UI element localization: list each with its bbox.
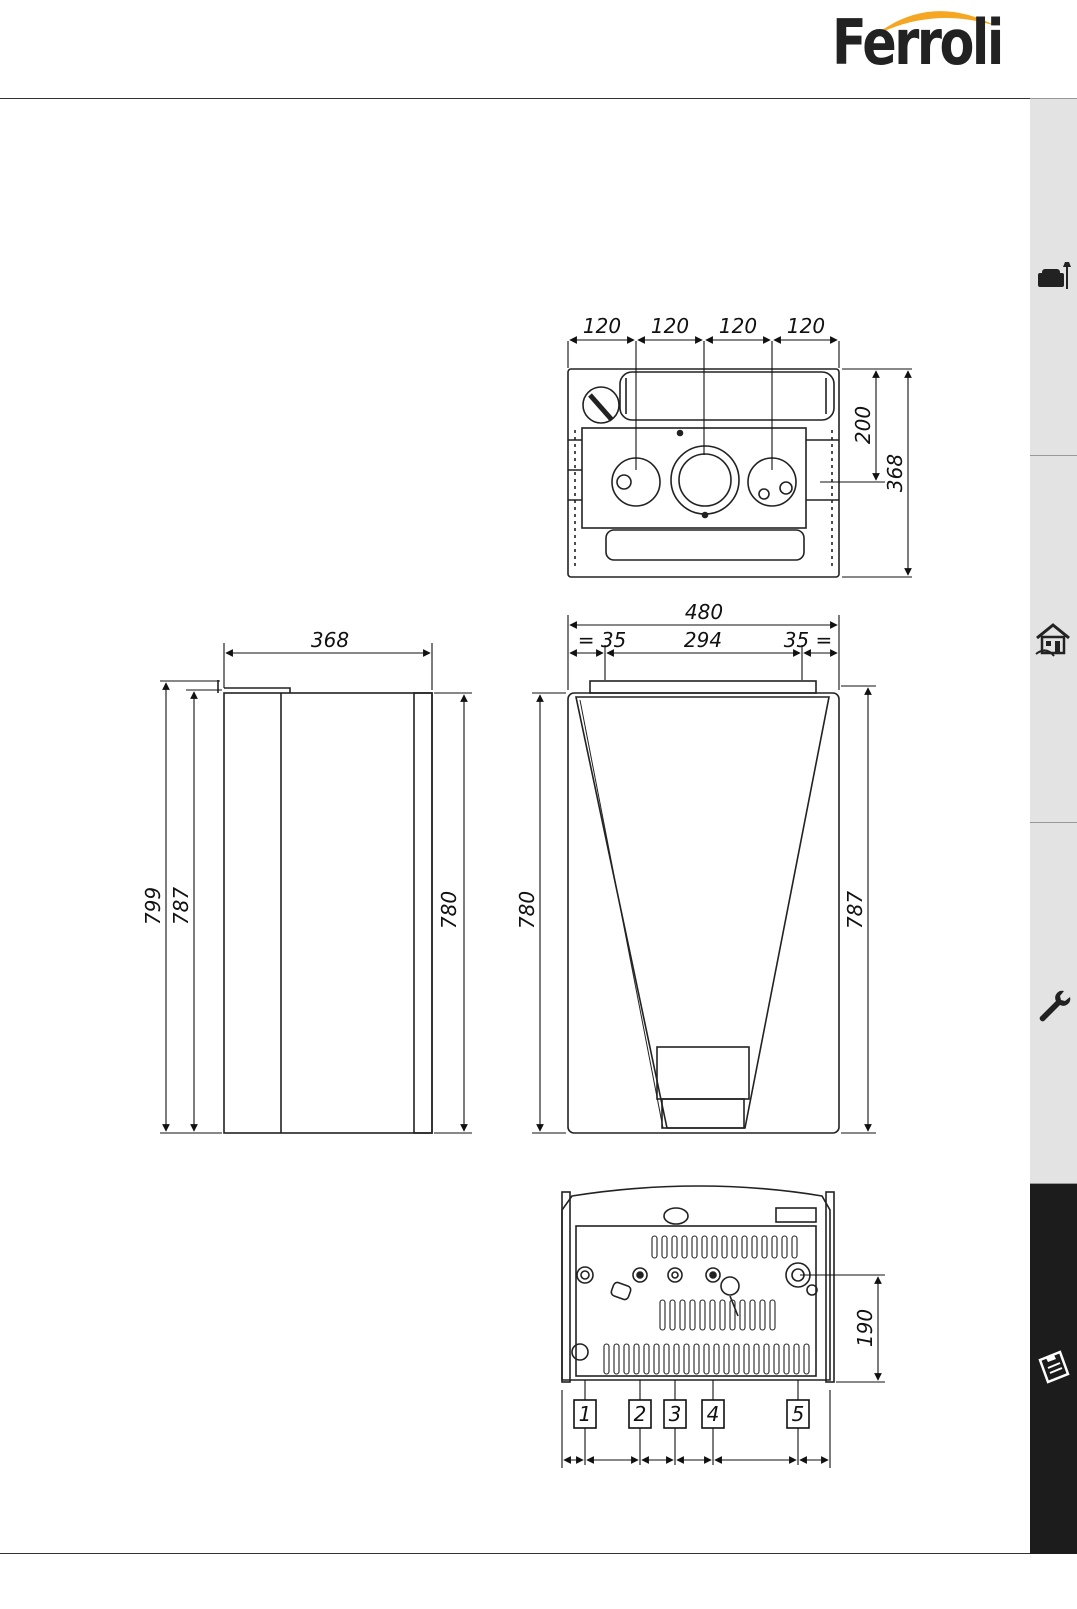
wrench-icon	[1039, 990, 1071, 1022]
dim-top-depth-partial: 200	[851, 406, 875, 444]
dim-top-depth-total: 368	[883, 454, 907, 492]
dim-front-height-left: 780	[515, 891, 539, 929]
ferroli-logo: Ferroli	[832, 0, 1032, 92]
connection-label-box-2	[628, 1399, 652, 1429]
header-divider	[0, 98, 1032, 99]
dim-side-height-bracket: 787	[169, 887, 193, 925]
bottom-view-connections	[571, 1262, 818, 1361]
tab-installer[interactable]	[1030, 455, 1077, 822]
dim-front-width: 480	[685, 600, 723, 624]
logo-arc-icon	[874, 11, 996, 36]
dim-front-offset-right: 35 =	[784, 628, 833, 652]
connection-label-box-1	[573, 1399, 597, 1429]
front-view-dimensions	[532, 615, 876, 1134]
clipboard-icon	[1038, 1350, 1070, 1384]
front-view	[567, 680, 840, 1134]
dim-top-spacing-1: 120	[583, 314, 621, 338]
connection-label-box-3	[663, 1399, 687, 1429]
connection-label-4: 4	[707, 1402, 720, 1426]
logo-text: Ferroli	[832, 6, 1004, 79]
connection-label-2: 2	[634, 1402, 647, 1426]
connection-label-5: 5	[792, 1402, 805, 1426]
bottom-view-vents	[603, 1235, 810, 1375]
top-view-dimensions	[567, 336, 912, 578]
connection-label-box-5	[786, 1399, 810, 1429]
connection-label-3: 3	[669, 1402, 682, 1426]
dim-top-spacing-4: 120	[787, 314, 825, 338]
section-sidebar	[1030, 98, 1077, 1554]
technical-drawing: 120 120 120 120 200 368 368 799 787 780	[141, 314, 912, 1468]
dim-front-height-right: 787	[843, 891, 867, 929]
dim-side-height-overall: 799	[141, 887, 165, 925]
dim-side-height-body: 780	[437, 891, 461, 929]
bottom-view	[561, 1185, 835, 1383]
dim-side-depth: 368	[311, 628, 349, 652]
connection-label-box-4	[701, 1399, 725, 1429]
dim-bottom-connection-height: 190	[853, 1309, 877, 1347]
side-view-dimensions	[160, 643, 472, 1134]
dim-top-spacing-2: 120	[651, 314, 689, 338]
armchair-icon	[1038, 262, 1071, 289]
side-view	[217, 680, 433, 1134]
connection-labels: 1 2 3 4 5	[573, 1399, 810, 1429]
house-icon	[1035, 623, 1070, 657]
tab-service[interactable]	[1030, 822, 1077, 1183]
dim-front-bracket-span: 294	[684, 628, 722, 652]
connection-label-1: 1	[579, 1402, 592, 1426]
dim-top-spacing-3: 120	[719, 314, 757, 338]
tab-user[interactable]	[1030, 98, 1077, 455]
dim-front-offset-left: = 35	[578, 628, 627, 652]
tab-specifications[interactable]	[1030, 1183, 1077, 1554]
footer-divider	[0, 1553, 1032, 1554]
